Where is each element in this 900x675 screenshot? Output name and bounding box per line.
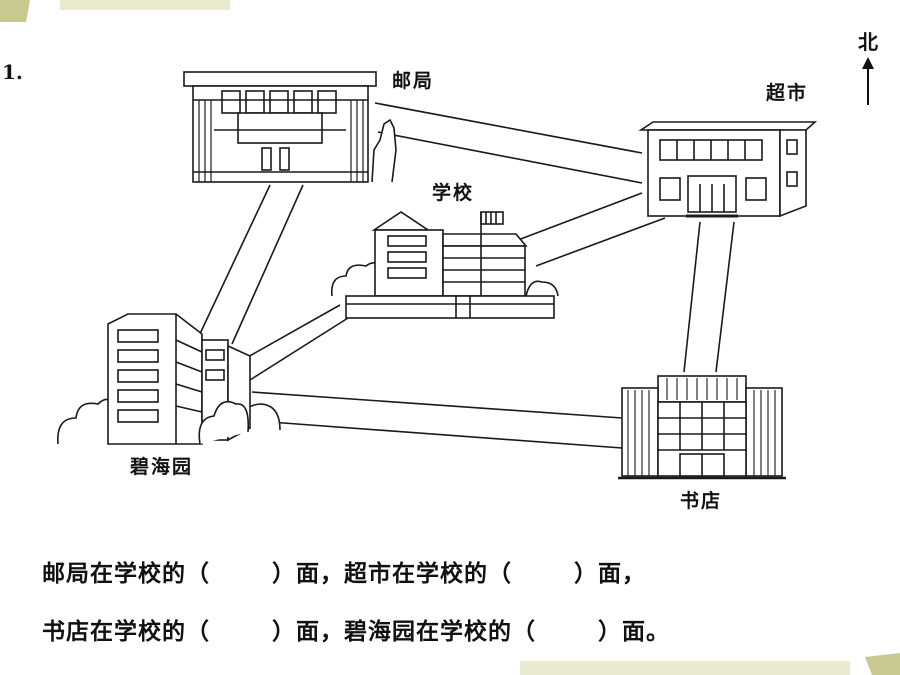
question-text: 碧海园在学校的（	[344, 618, 536, 645]
question-text: ）面，	[272, 618, 344, 645]
label-bookstore: 书店	[680, 490, 723, 512]
road-post-office-supermarket	[374, 102, 643, 184]
question-text: ）面。	[598, 618, 670, 645]
corner-decoration-top	[0, 0, 230, 22]
label-bihaiyuan: 碧海园	[130, 456, 194, 478]
north-label: 北	[858, 30, 878, 54]
question-line-2: 书店在学校的（ ）面，碧海园在学校的（ ）面。	[42, 612, 670, 646]
label-school: 学校	[432, 182, 475, 204]
label-supermarket: 超市	[766, 82, 809, 104]
map-diagram	[57, 71, 818, 480]
bookstore-building	[618, 375, 786, 480]
school-building	[330, 211, 559, 319]
road-school-bihaiyuan	[245, 304, 349, 381]
corner-decoration-bottom	[520, 653, 900, 675]
question-text: ）面，	[574, 560, 646, 587]
question-text: 书店在学校的（	[42, 618, 210, 645]
north-arrow-icon	[862, 57, 874, 105]
question-number: 1.	[2, 60, 23, 84]
question-text: 邮局在学校的（	[42, 560, 210, 587]
question-text: ）面，	[272, 560, 344, 587]
question-text: 超市在学校的（	[344, 560, 512, 587]
road-supermarket-bookstore	[683, 221, 735, 373]
bihaiyuan-building	[57, 313, 281, 445]
road-school-supermarket	[517, 192, 666, 267]
question-line-1: 邮局在学校的（）面，超市在学校的（）面，	[42, 554, 646, 588]
post-office-building	[183, 71, 397, 183]
label-post-office: 邮局	[392, 70, 435, 92]
compass: 北	[848, 26, 888, 105]
supermarket-building	[638, 121, 818, 218]
road-post-office-bihaiyuan	[197, 184, 304, 345]
road-bihaiyuan-bookstore	[251, 391, 623, 449]
